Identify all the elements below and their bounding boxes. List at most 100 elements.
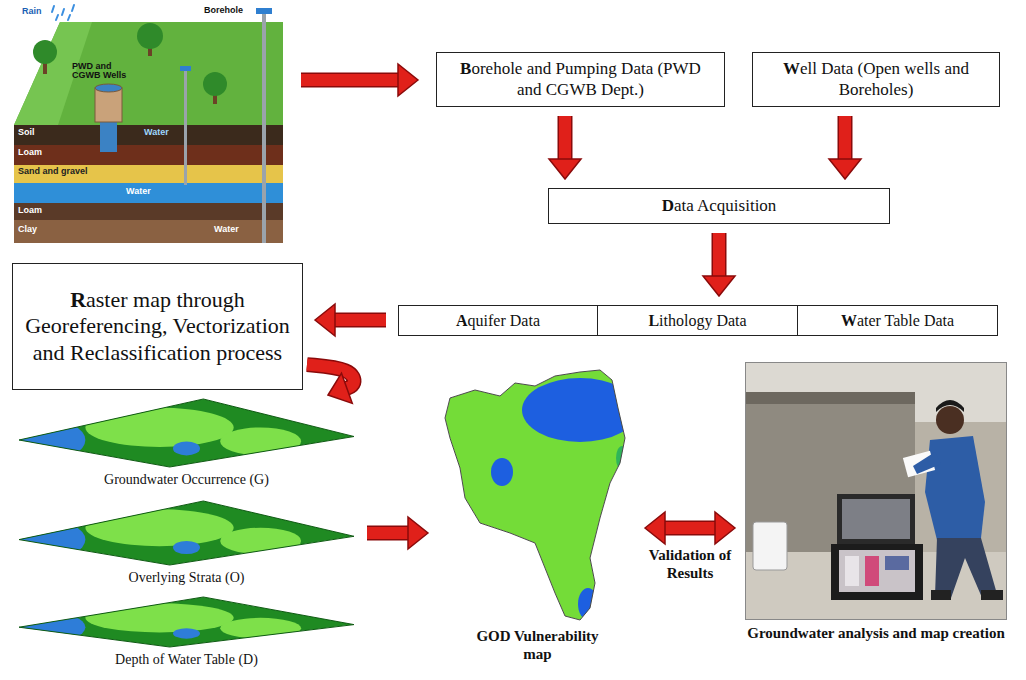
flow-arrow bbox=[703, 233, 735, 296]
arrow-shaft bbox=[301, 74, 399, 86]
photo-person bbox=[925, 436, 985, 540]
rain-drop bbox=[72, 5, 74, 11]
groundwater-illustration bbox=[14, 5, 283, 243]
edge-label: Validation of Results bbox=[640, 546, 740, 582]
water-layer bbox=[14, 183, 283, 203]
photo-instrument bbox=[845, 556, 859, 586]
photo-frame bbox=[746, 363, 1007, 620]
ground-surface bbox=[14, 22, 283, 125]
illustration-label: Rain bbox=[22, 7, 42, 16]
arrow-head bbox=[398, 64, 418, 96]
arrow-shaft-outline bbox=[334, 313, 386, 328]
arrow-head bbox=[549, 159, 581, 179]
photo-person bbox=[936, 400, 964, 412]
photo-case bbox=[831, 544, 923, 600]
arrow-shaft bbox=[559, 116, 571, 160]
arrow-shaft-outline bbox=[307, 365, 354, 389]
raster-layer: Groundwater Occurrence (G) bbox=[18, 398, 355, 489]
photo-case bbox=[842, 499, 910, 539]
borehole-tap bbox=[256, 8, 272, 14]
arrow-shaft bbox=[307, 365, 354, 389]
arrow-shaft-outline bbox=[558, 116, 573, 160]
open-well bbox=[95, 84, 122, 92]
arrow-shaft-outline bbox=[838, 116, 853, 160]
arrow-head bbox=[703, 276, 735, 296]
caption: Depth of Water Table (D) bbox=[32, 652, 342, 669]
illustration-label: Water bbox=[144, 128, 169, 137]
rain-drop bbox=[56, 15, 58, 20]
arrow-head bbox=[315, 304, 335, 336]
photo-case bbox=[839, 550, 915, 592]
tree bbox=[33, 40, 57, 64]
flow-arrow bbox=[367, 517, 428, 549]
arrow-head bbox=[408, 517, 428, 549]
layer-zone bbox=[220, 528, 301, 554]
flow-arrow bbox=[315, 304, 386, 336]
raster-layer-graphic bbox=[18, 398, 355, 468]
groundwater-illustration: RainBoreholePWD and CGWB WellsSoilWaterL… bbox=[14, 5, 283, 243]
flow-arrow bbox=[307, 365, 354, 404]
arrow-shaft-outline bbox=[301, 73, 399, 88]
box-label: Well Data (Open wells and Boreholes) bbox=[762, 59, 990, 100]
pump-pipe bbox=[184, 70, 187, 185]
tree bbox=[137, 23, 163, 49]
box-label: Data Acquisition bbox=[662, 196, 777, 216]
arrow-head bbox=[328, 373, 352, 403]
box-label: Aquifer Data bbox=[456, 311, 540, 330]
borehole-pipe bbox=[262, 14, 266, 243]
flow-arrow bbox=[301, 64, 418, 96]
photo-person bbox=[931, 590, 951, 600]
layer-zone bbox=[85, 408, 233, 447]
photo-instrument bbox=[865, 556, 879, 586]
arrow-shaft-outline bbox=[664, 521, 716, 536]
caption: GOD Vulnerability map bbox=[468, 627, 608, 663]
photo-person bbox=[936, 406, 964, 434]
arrow-shaft-outline bbox=[712, 233, 727, 277]
map-outline bbox=[445, 370, 625, 620]
arrow-shaft bbox=[664, 522, 716, 534]
illustration-label: Loam bbox=[18, 206, 42, 215]
photo-bucket bbox=[753, 522, 787, 570]
pump-head bbox=[180, 66, 191, 71]
photo-wall bbox=[745, 362, 1007, 620]
sand-layer bbox=[14, 165, 283, 183]
loam-layer bbox=[14, 145, 283, 165]
photo-instrument bbox=[885, 556, 909, 570]
layer-zone bbox=[18, 612, 85, 643]
layer-outline bbox=[19, 399, 354, 467]
data-cell: Aquifer Data bbox=[398, 305, 598, 336]
field-photo: Groundwater analysis and map creation bbox=[745, 362, 1007, 642]
layer-zone bbox=[220, 427, 301, 455]
vulnerability-map: GOD Vulnerability map bbox=[440, 368, 635, 663]
flow-arrow bbox=[549, 116, 581, 179]
photo-well bbox=[745, 392, 915, 404]
box-label: Raster map through Georeferencing, Vecto… bbox=[22, 287, 293, 366]
caption: Groundwater analysis and map creation bbox=[745, 624, 1007, 642]
illustration-label: Borehole bbox=[204, 6, 243, 15]
arrow-head bbox=[645, 512, 665, 544]
flow-arrow bbox=[645, 512, 735, 544]
raster-layer-graphic bbox=[18, 500, 355, 566]
process-box: Data Acquisition bbox=[548, 188, 890, 224]
loam-layer bbox=[14, 203, 283, 220]
illustration-label: Clay bbox=[18, 225, 37, 234]
box-label: Water Table Data bbox=[841, 311, 954, 330]
arrow-shaft bbox=[334, 314, 386, 326]
layer-zone bbox=[173, 441, 200, 455]
box-label: Lithology Data bbox=[648, 311, 746, 330]
illustration-label: Water bbox=[214, 225, 239, 234]
arrow-shaft bbox=[713, 233, 725, 277]
layer-zone bbox=[18, 520, 85, 560]
source-box: Well Data (Open wells and Boreholes) bbox=[752, 52, 1000, 107]
flow-arrow bbox=[829, 116, 861, 179]
source-box: Borehole and Pumping Data (PWD and CGWB … bbox=[436, 52, 725, 107]
map-zone bbox=[578, 588, 598, 620]
layer-zone bbox=[173, 628, 200, 638]
field-photo-graphic bbox=[745, 362, 1007, 620]
soil-layer bbox=[14, 125, 283, 145]
rain-drops bbox=[52, 5, 74, 20]
layer-outline bbox=[19, 597, 354, 647]
layer-zone bbox=[18, 419, 85, 461]
layer-zone bbox=[173, 541, 200, 554]
clay-layer bbox=[14, 220, 283, 243]
